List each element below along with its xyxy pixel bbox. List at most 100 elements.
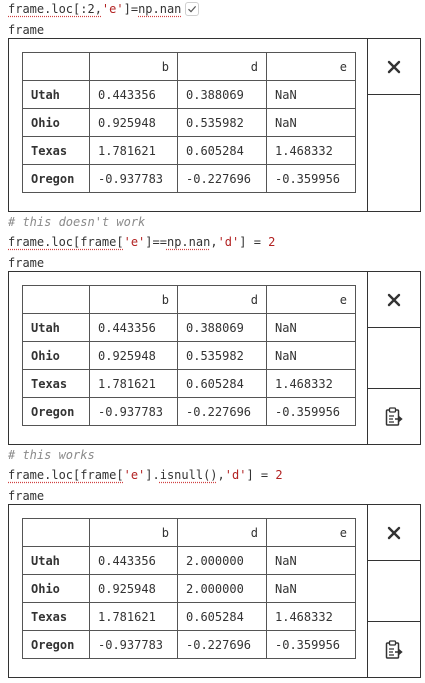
clipboard-paste-icon — [385, 406, 403, 426]
table-cell: 0.388069 — [177, 313, 267, 342]
table-cell: 0.605284 — [177, 369, 267, 398]
output-side-panel — [367, 505, 420, 677]
table-cell: 0.925948 — [89, 574, 178, 603]
code-token: np.nan — [138, 2, 182, 16]
table-cell: 1.468332 — [266, 136, 356, 165]
table-cell: 1.781621 — [89, 369, 178, 398]
code-token: , — [210, 235, 218, 249]
table-cell: 0.535982 — [177, 108, 267, 137]
column-header: d — [177, 285, 267, 314]
code-token: ]= — [123, 2, 139, 16]
table-cell: -0.359956 — [266, 164, 356, 193]
table-cell: 1.468332 — [266, 369, 356, 398]
code-line-2[interactable]: frame.loc[frame['e']==np.nan,'d'] = 2 — [8, 235, 275, 249]
table-cell: 2.000000 — [177, 546, 267, 575]
row-index: Ohio — [22, 574, 90, 603]
code-token: ]== — [145, 235, 167, 249]
table-cell: NaN — [266, 574, 356, 603]
code-token: frame.loc[:2, — [8, 2, 102, 16]
table-cell: 1.781621 — [89, 136, 178, 165]
paste-output-button[interactable] — [368, 388, 420, 444]
table-cell: 0.535982 — [177, 341, 267, 370]
table-cell: NaN — [266, 546, 356, 575]
code-token: 'd' — [224, 468, 247, 482]
table-cell: 0.925948 — [89, 108, 178, 137]
table-cell: -0.937783 — [89, 164, 178, 193]
code-comment: # this works — [8, 448, 95, 462]
paste-output-button[interactable] — [368, 621, 420, 677]
check-icon[interactable] — [185, 1, 200, 16]
table-header-row: b d e — [22, 518, 356, 547]
code-token: 2 — [268, 235, 276, 249]
table-cell: 2.000000 — [177, 574, 267, 603]
row-index: Utah — [22, 80, 90, 109]
table-cell: 0.443356 — [89, 313, 178, 342]
code-token: 'e' — [123, 235, 146, 249]
row-index: Oregon — [22, 630, 90, 659]
table-cell: 1.468332 — [266, 602, 356, 631]
output-label: frame — [8, 489, 45, 503]
column-header: b — [89, 518, 178, 547]
output-side-panel — [367, 39, 420, 211]
table-row: Oregon-0.937783-0.227696-0.359956 — [22, 397, 356, 426]
code-token: np.nan — [166, 235, 211, 249]
row-index: Oregon — [22, 397, 90, 426]
close-output-button[interactable] — [368, 39, 420, 95]
table-cell: 0.388069 — [177, 80, 267, 109]
row-index: Oregon — [22, 164, 90, 193]
table-cell: 0.443356 — [89, 546, 178, 575]
row-index: Texas — [22, 136, 90, 165]
output-label: frame — [8, 256, 45, 270]
column-header — [22, 52, 90, 81]
row-index: Ohio — [22, 108, 90, 137]
code-token: , — [217, 468, 225, 482]
table-cell: -0.359956 — [266, 630, 356, 659]
column-header — [22, 285, 90, 314]
code-token: ] = — [239, 235, 269, 249]
table-cell: NaN — [266, 341, 356, 370]
row-index: Utah — [22, 313, 90, 342]
close-icon — [387, 60, 401, 73]
close-output-button[interactable] — [368, 272, 420, 328]
table-row: Oregon-0.937783-0.227696-0.359956 — [22, 630, 356, 659]
table-cell: 0.605284 — [177, 602, 267, 631]
table-cell: NaN — [266, 313, 356, 342]
table-cell: -0.359956 — [266, 397, 356, 426]
column-header: e — [266, 518, 356, 547]
column-header: b — [89, 285, 178, 314]
table-header-row: b d e — [22, 52, 356, 81]
code-line-3[interactable]: frame.loc[frame['e'].isnull(),'d'] = 2 — [8, 468, 283, 482]
column-header: e — [266, 52, 356, 81]
table-row: Oregon-0.937783-0.227696-0.359956 — [22, 164, 356, 193]
code-token: 'd' — [217, 235, 240, 249]
code-line-1[interactable]: frame.loc[:2,'e']=np.nan — [8, 1, 200, 17]
close-icon — [387, 293, 401, 306]
code-token: ] = — [246, 468, 276, 482]
row-index: Texas — [22, 602, 90, 631]
column-header: b — [89, 52, 178, 81]
column-header: e — [266, 285, 356, 314]
code-token: 2 — [275, 468, 283, 482]
column-header: d — [177, 52, 267, 81]
row-index: Utah — [22, 546, 90, 575]
clipboard-paste-icon — [385, 639, 403, 659]
table-cell: NaN — [266, 80, 356, 109]
column-header — [22, 518, 90, 547]
code-token: ]. — [145, 468, 160, 482]
close-output-button[interactable] — [368, 505, 420, 561]
table-cell: -0.937783 — [89, 397, 178, 426]
table-cell: 0.925948 — [89, 341, 178, 370]
